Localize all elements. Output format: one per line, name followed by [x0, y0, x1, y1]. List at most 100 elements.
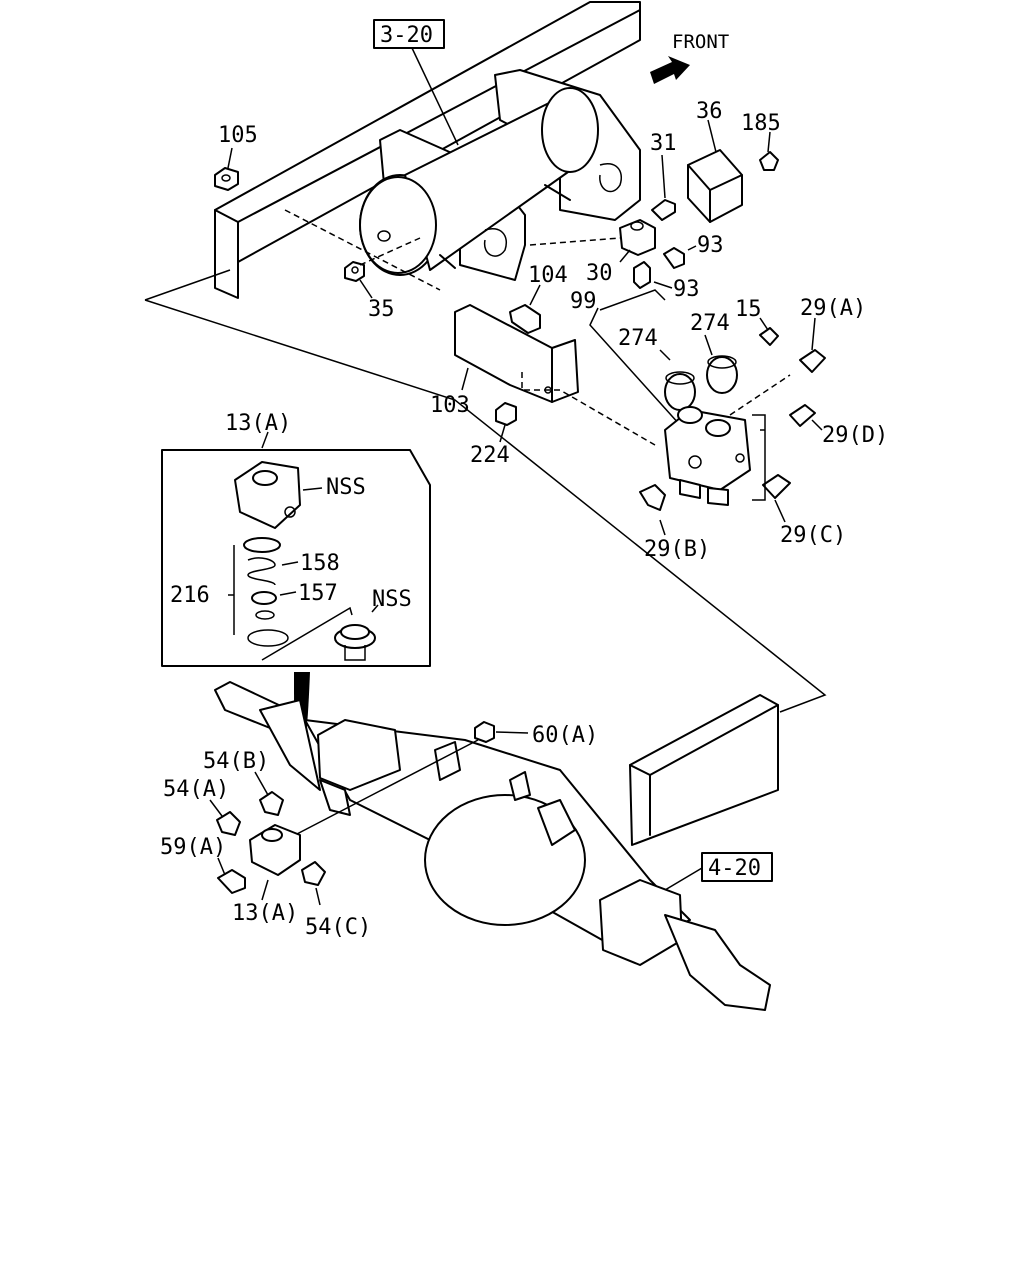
dash-bracket-valve	[521, 372, 656, 446]
bolt-104	[509, 304, 541, 334]
leader-99	[589, 307, 681, 426]
label-99: 99	[570, 289, 597, 314]
front-label: FRONT	[672, 31, 729, 53]
leader-185	[767, 131, 771, 153]
leader-15	[759, 317, 769, 331]
leader-31	[661, 154, 666, 199]
fitting-93b	[633, 261, 651, 289]
leader-54a	[209, 799, 223, 817]
label-13a-bot: 13(A)	[232, 901, 298, 926]
leader-54c	[315, 887, 321, 906]
plug-15	[759, 327, 779, 346]
fitting-29b	[639, 484, 666, 511]
leader-36	[707, 119, 717, 153]
label-157: 157	[298, 581, 338, 606]
leaders-274	[659, 334, 713, 361]
label-nss1: NSS	[326, 475, 366, 500]
cover-36	[687, 149, 743, 223]
leader-4-20	[664, 867, 703, 891]
label-30: 30	[586, 261, 613, 286]
label-274b: 274	[690, 311, 730, 336]
nss-part	[334, 624, 376, 661]
bracket-274	[599, 289, 666, 311]
fitting-54c	[301, 861, 326, 886]
label-224: 224	[470, 443, 510, 468]
spring-brake-chamber-assembly	[359, 69, 641, 281]
leader-nss1	[302, 487, 323, 491]
leader-29d	[811, 419, 823, 431]
label-60a: 60(A)	[532, 723, 598, 748]
relay-valve	[664, 406, 751, 506]
nut-224	[495, 402, 517, 426]
leader-157	[279, 591, 297, 596]
ref-3-20: 3-20	[380, 23, 433, 48]
valve-13a-axle	[249, 824, 301, 876]
label-216: 216	[170, 583, 210, 608]
dash-60a	[294, 739, 479, 836]
label-105: 105	[218, 123, 258, 148]
leader-13a-top	[261, 431, 269, 449]
leader-nss2	[371, 604, 379, 613]
frame-rail-bottom	[629, 694, 779, 846]
label-54c: 54(C)	[305, 915, 371, 940]
label-54a: 54(A)	[163, 777, 229, 802]
fitting-29a	[799, 349, 826, 373]
ref-box-3-20	[373, 19, 445, 49]
label-31: 31	[650, 131, 677, 156]
clip-185	[759, 151, 779, 171]
leader-224	[499, 424, 506, 443]
bolt-59a	[217, 869, 246, 894]
leader-29b	[659, 519, 666, 536]
leader-54b	[254, 771, 269, 796]
rear-axle	[214, 681, 771, 1011]
label-185: 185	[741, 111, 781, 136]
leader-93a	[687, 245, 697, 251]
leader-105	[227, 147, 233, 169]
dash-30	[529, 237, 621, 246]
nut-35	[344, 261, 365, 282]
label-103: 103	[430, 393, 470, 418]
label-29d: 29(D)	[822, 423, 888, 448]
fitting-29c	[762, 474, 791, 499]
label-54b: 54(B)	[203, 749, 269, 774]
label-29c: 29(C)	[780, 523, 846, 548]
leader-nss2-line	[261, 606, 353, 661]
o-ring-large	[247, 629, 289, 647]
label-93b: 93	[673, 277, 700, 302]
label-nss2: NSS	[372, 587, 412, 612]
leader-60a	[495, 731, 529, 734]
cap-274-right	[706, 355, 738, 394]
label-36: 36	[696, 99, 723, 124]
bracket-216	[228, 545, 235, 635]
leader-30	[619, 249, 631, 263]
leader-158	[281, 561, 299, 566]
leader-35	[359, 279, 373, 299]
dash-lines-a	[284, 209, 441, 291]
label-104: 104	[528, 263, 568, 288]
piston-157	[251, 591, 277, 605]
label-29a: 29(A)	[800, 296, 866, 321]
leader-29c	[774, 499, 786, 523]
spring-158	[247, 557, 276, 586]
leader-13a-bot	[261, 879, 269, 901]
bracket-29	[752, 414, 766, 501]
cap-274-left	[664, 371, 696, 411]
front-arrow-icon	[650, 56, 690, 84]
leader-3-20	[411, 47, 459, 146]
leader-59a	[217, 857, 226, 876]
leader-104	[529, 284, 541, 306]
label-29b: 29(B)	[644, 537, 710, 562]
o-ring-small	[255, 610, 275, 620]
boundary-line	[144, 269, 827, 713]
ref-box-4-20	[701, 852, 773, 882]
ref-4-20: 4-20	[708, 856, 761, 881]
valve-30	[619, 219, 656, 256]
nut-105	[214, 167, 239, 191]
label-35: 35	[368, 297, 395, 322]
fitting-29d	[789, 404, 816, 427]
valve-body-detail	[234, 461, 301, 529]
fitting-54b	[259, 791, 284, 816]
spring-seat	[243, 537, 281, 553]
